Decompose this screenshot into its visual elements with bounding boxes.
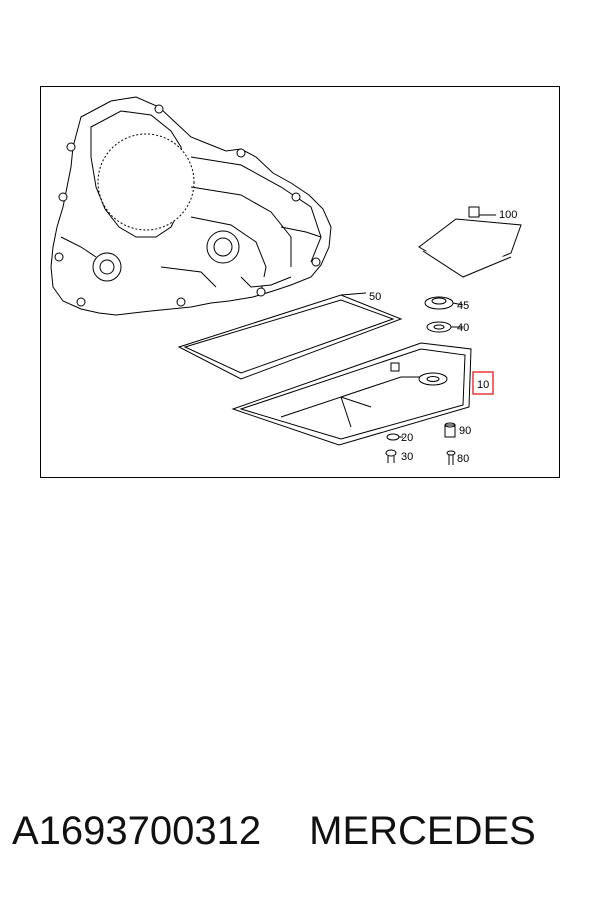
exploded-view-drawing: 100 50 45 40 10 90 20 30 80 (50, 96, 522, 465)
callout-80: 80 (457, 453, 469, 465)
callout-45: 45 (457, 300, 469, 312)
callout-highlight-box (472, 371, 494, 395)
callout-10: 10 (477, 379, 489, 391)
bolt-part-80 (446, 450, 456, 465)
callout-40: 40 (457, 322, 469, 334)
callout-100: 100 (499, 209, 517, 221)
callout-50: 50 (369, 291, 381, 303)
parts-diagram: 100 50 45 40 10 90 20 30 80 (40, 86, 560, 478)
product-caption: A1693700312 MERCEDES (12, 806, 592, 856)
transmission-housing (50, 96, 332, 316)
gasket-part-50 (177, 292, 403, 380)
ring-part-40 (426, 321, 463, 333)
callout-30: 30 (401, 451, 413, 463)
callout-90: 90 (459, 425, 471, 437)
callout-20: 20 (401, 432, 413, 444)
filter-part-100 (418, 206, 522, 278)
nut-part-90 (444, 422, 456, 438)
oil-pan-part-10 (231, 342, 472, 446)
screw-part-30 (385, 449, 397, 463)
part-number: A1693700312 (12, 808, 262, 853)
seal-part-45 (424, 296, 464, 310)
plug-part-20 (386, 433, 403, 441)
brand-name: MERCEDES (309, 808, 536, 853)
